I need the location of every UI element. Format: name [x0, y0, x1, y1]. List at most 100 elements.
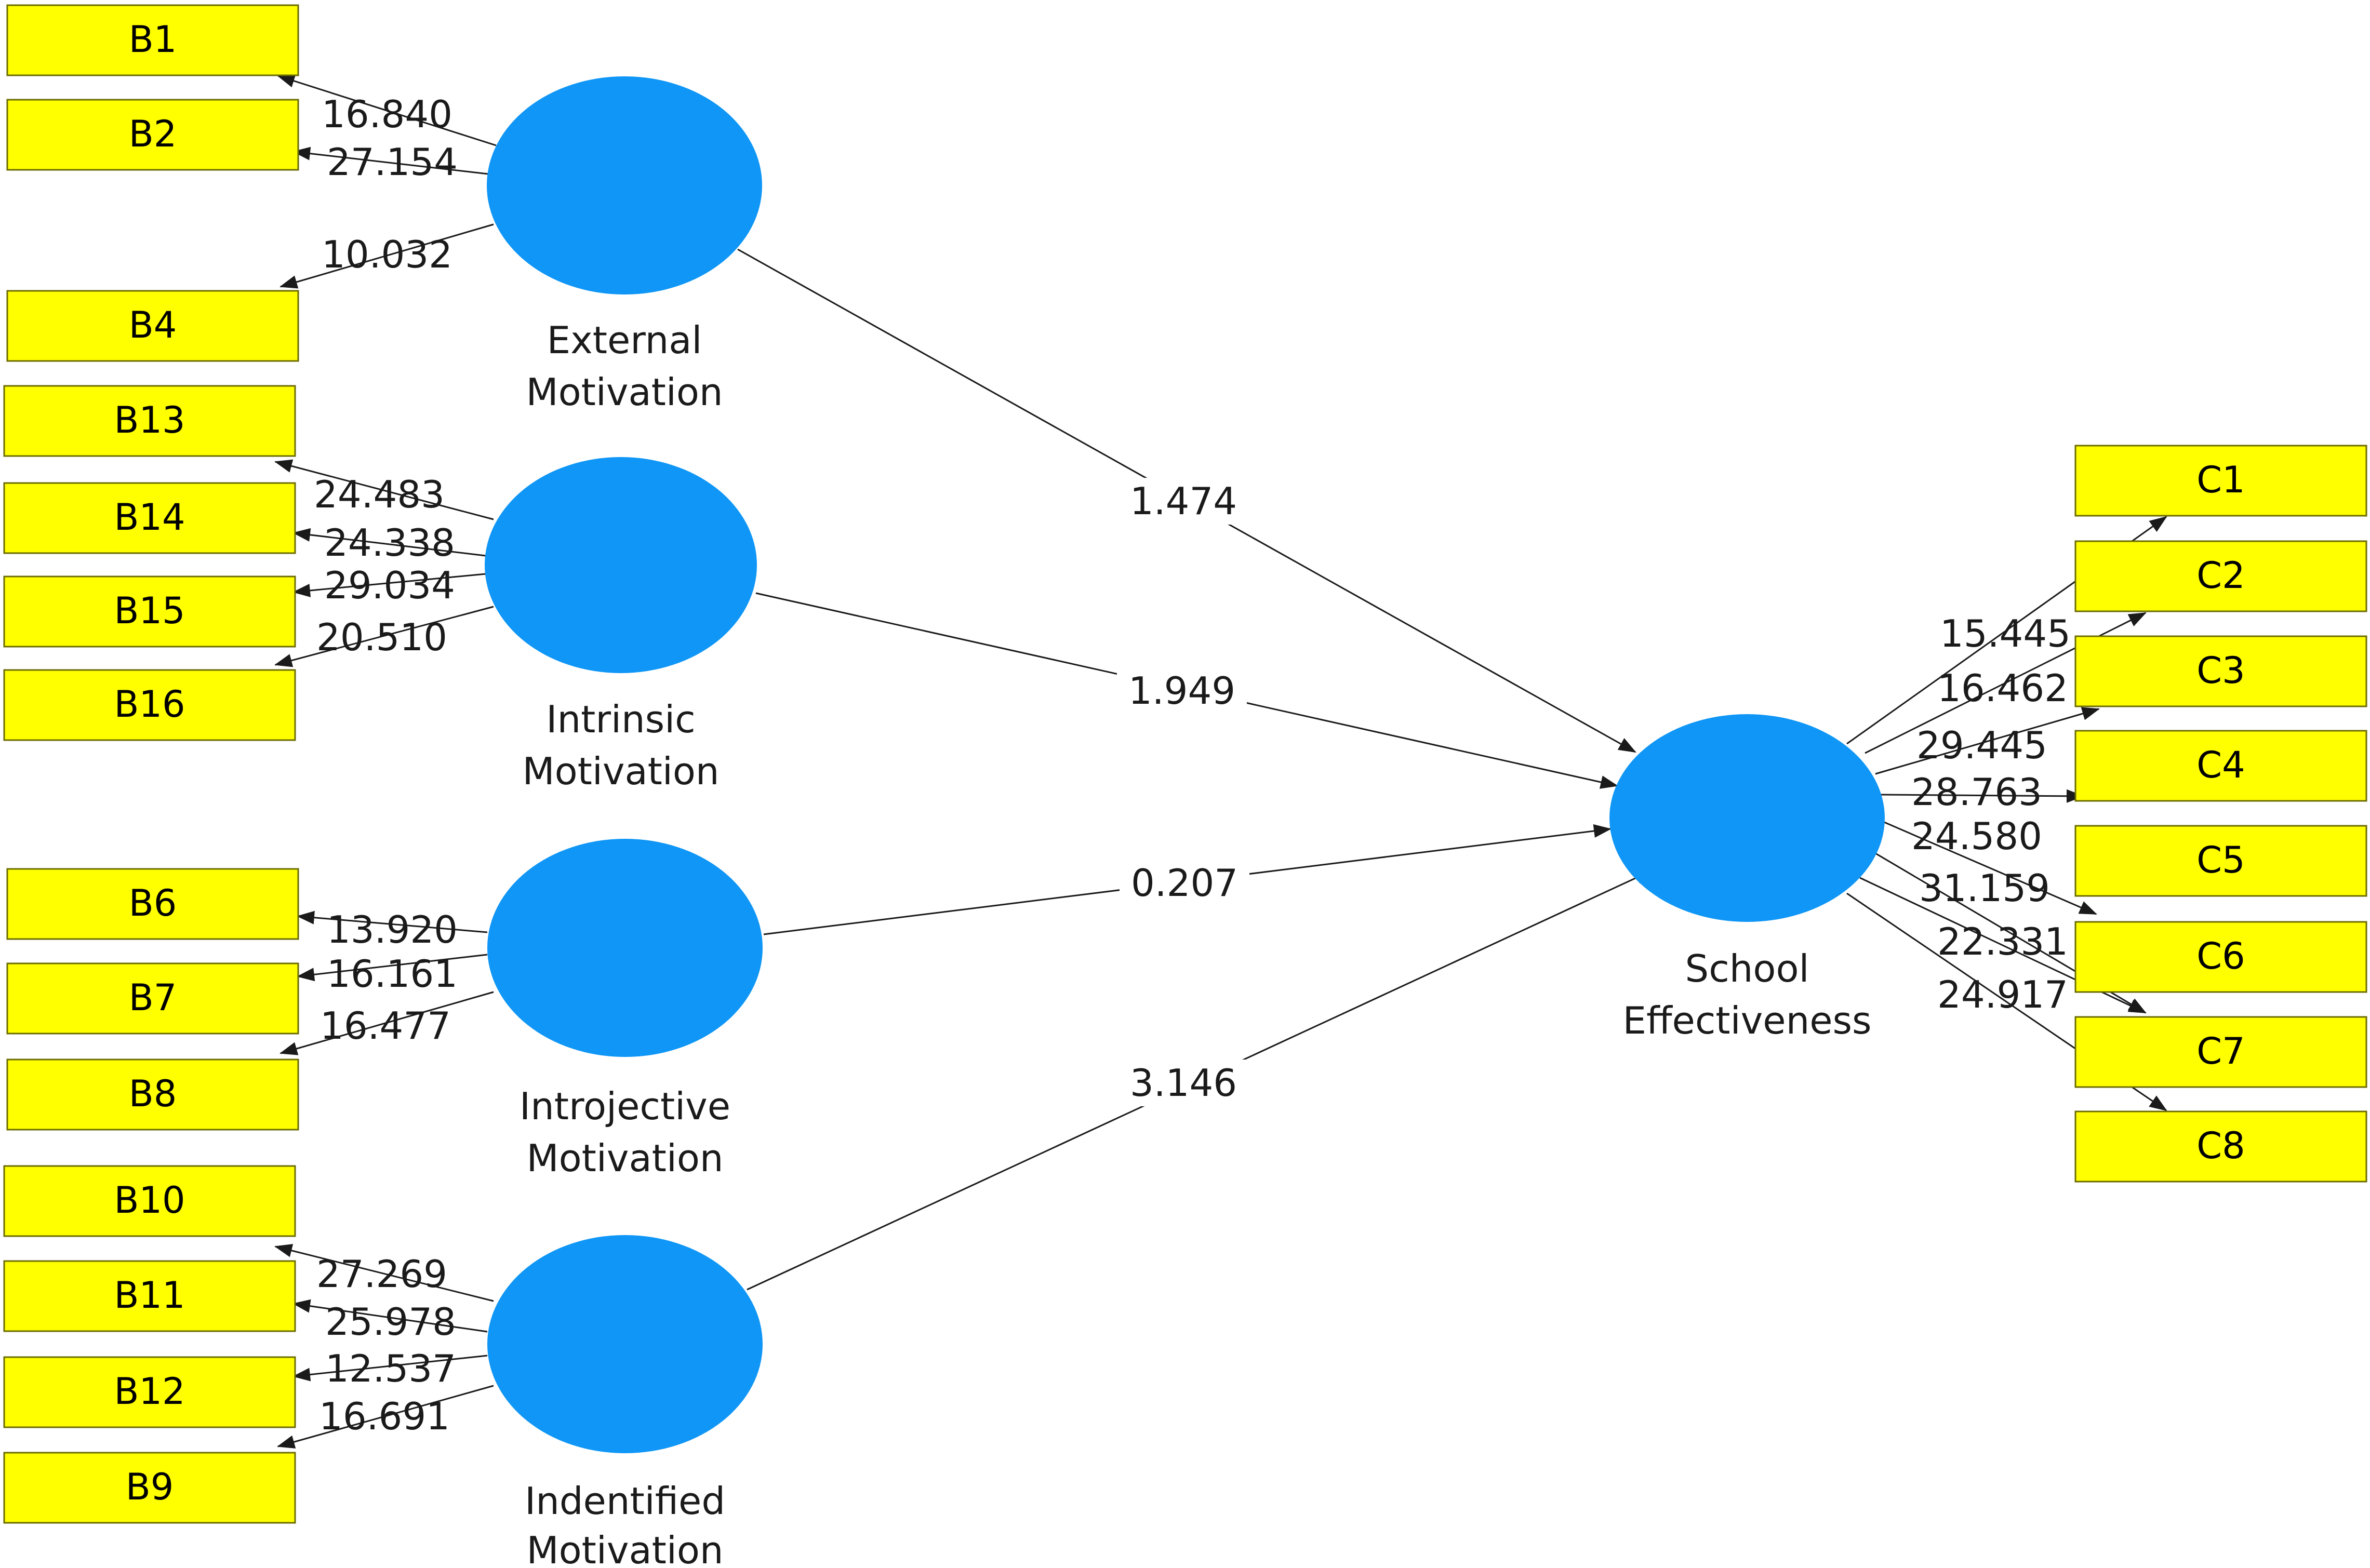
- arrow-layer: [274, 74, 2167, 1449]
- loading-b7-value: 16.161: [327, 952, 458, 996]
- construct-intrinsic: [485, 457, 757, 673]
- indicator-label: B9: [126, 1466, 174, 1508]
- indicator-b7: B7: [6, 962, 299, 1035]
- loading-b8-value: 16.477: [320, 1004, 451, 1048]
- loading-b2: [292, 146, 489, 175]
- construct-school: [1609, 714, 1885, 922]
- loading-b10: [274, 1244, 494, 1302]
- indicator-b2: B2: [6, 99, 299, 171]
- indicator-b12: B12: [3, 1356, 296, 1428]
- indicator-b13: B13: [3, 385, 296, 457]
- loading-b14: [292, 528, 486, 557]
- path-intrinsic-coefficient: 1.949: [1128, 669, 1235, 713]
- indicator-label: B12: [114, 1370, 185, 1413]
- construct-introjective-label-line2: Motivation: [526, 1136, 723, 1180]
- loading-b9-value: 16.691: [319, 1395, 450, 1438]
- construct-intrinsic-label-line2: Motivation: [522, 749, 719, 793]
- loading-b15: [292, 573, 486, 597]
- indicator-b15: B15: [3, 575, 296, 648]
- construct-introjective-label-line1: Introjective: [520, 1084, 730, 1128]
- indicator-b9: B9: [3, 1452, 296, 1524]
- construct-external-label-line1: External: [547, 318, 702, 362]
- loading-c6-value: 31.159: [1919, 866, 2050, 910]
- construct-layer: [485, 76, 1885, 1453]
- indicator-b16: B16: [3, 669, 296, 741]
- path-external-label-bg: [1117, 478, 1247, 525]
- loading-b6: [297, 910, 488, 933]
- indicator-b14: B14: [3, 482, 296, 554]
- loading-c3-value: 29.445: [1916, 723, 2047, 767]
- construct-introjective: [487, 839, 763, 1057]
- indicator-b1: B1: [6, 4, 299, 76]
- loading-b8: [279, 991, 494, 1055]
- indicator-label: C6: [2196, 935, 2245, 977]
- indicator-label: B10: [114, 1179, 185, 1222]
- path-introjective-label-bg: [1120, 860, 1249, 906]
- indicator-label: B13: [114, 399, 185, 441]
- loading-b13: [274, 459, 494, 520]
- indicator-label: C3: [2196, 649, 2245, 692]
- indicator-c5: C5: [2074, 825, 2367, 897]
- construct-identified: [487, 1235, 763, 1453]
- loading-b15-value: 29.034: [324, 564, 455, 607]
- path-identified-label-bg: [1117, 1060, 1247, 1106]
- indicator-layer: B1 B2 B4 B13 B14 B15 B16 B6 B7 B8 B10 B1…: [3, 4, 2367, 1524]
- indicator-label: B6: [129, 882, 177, 924]
- indicator-c4: C4: [2074, 730, 2367, 802]
- indicator-label: C8: [2196, 1124, 2245, 1167]
- indicator-b4: B4: [6, 290, 299, 362]
- loading-b14-value: 24.338: [324, 521, 455, 565]
- indicator-b11: B11: [3, 1260, 296, 1332]
- loading-b11: [292, 1299, 488, 1333]
- indicator-label: B4: [129, 304, 177, 346]
- loading-c2-value: 16.462: [1937, 666, 2068, 710]
- indicator-b10: B10: [3, 1165, 296, 1237]
- loading-b13-value: 24.483: [314, 473, 445, 516]
- path-identified-coefficient: 3.146: [1130, 1061, 1237, 1105]
- loading-c7-value: 22.331: [1937, 920, 2068, 963]
- loading-b12-value: 12.537: [325, 1347, 456, 1390]
- construct-school-label-line2: Effectiveness: [1622, 999, 1871, 1042]
- indicator-label: B14: [114, 496, 185, 539]
- indicator-label: B7: [129, 976, 177, 1019]
- loading-label-layer: 16.840 27.154 10.032 24.483 24.338 29.03…: [314, 92, 2071, 1438]
- construct-identified-label-line2: Motivation: [526, 1529, 723, 1568]
- indicator-label: B8: [129, 1073, 177, 1115]
- loading-b11-value: 25.978: [325, 1300, 456, 1344]
- loading-c3: [1875, 707, 2100, 775]
- construct-label-layer: External Motivation Intrinsic Motivation…: [520, 318, 1872, 1568]
- loading-b1-value: 16.840: [322, 92, 452, 136]
- indicator-label: C7: [2196, 1030, 2245, 1073]
- indicator-label: B16: [114, 683, 185, 726]
- indicator-c2: C2: [2074, 540, 2367, 612]
- indicator-label: B1: [129, 18, 177, 61]
- indicator-c8: C8: [2074, 1110, 2367, 1183]
- loading-b1: [277, 74, 497, 146]
- loading-b6-value: 13.920: [327, 908, 458, 951]
- indicator-label: B11: [114, 1274, 185, 1317]
- construct-intrinsic-label-line1: Intrinsic: [546, 698, 695, 741]
- path-external-coefficient: 1.474: [1130, 479, 1237, 523]
- loading-b2-value: 27.154: [327, 140, 458, 184]
- loading-c1-value: 15.445: [1940, 612, 2071, 655]
- indicator-label: C4: [2196, 744, 2245, 786]
- indicator-label: B2: [129, 113, 177, 155]
- loading-b7: [297, 954, 488, 982]
- indicator-c1: C1: [2074, 445, 2367, 517]
- loading-c5-value: 24.580: [1911, 814, 2042, 858]
- construct-identified-label-line1: Indentified: [525, 1479, 725, 1523]
- loading-b10-value: 27.269: [316, 1252, 447, 1296]
- loading-c4-value: 28.763: [1911, 770, 2042, 814]
- indicator-c6: C6: [2074, 921, 2367, 993]
- indicator-label: C5: [2196, 839, 2245, 881]
- loading-c4: [1880, 789, 2084, 803]
- indicator-label: C1: [2196, 459, 2245, 501]
- indicator-c7: C7: [2074, 1016, 2367, 1088]
- indicator-b8: B8: [6, 1058, 299, 1131]
- path-coefficient-layer: 1.474 1.949 0.207 3.146: [1117, 478, 1249, 1106]
- indicator-label: C2: [2196, 554, 2245, 597]
- path-introjective-coefficient: 0.207: [1131, 861, 1238, 905]
- loading-b4: [279, 223, 494, 289]
- construct-school-label-line1: School: [1685, 947, 1809, 990]
